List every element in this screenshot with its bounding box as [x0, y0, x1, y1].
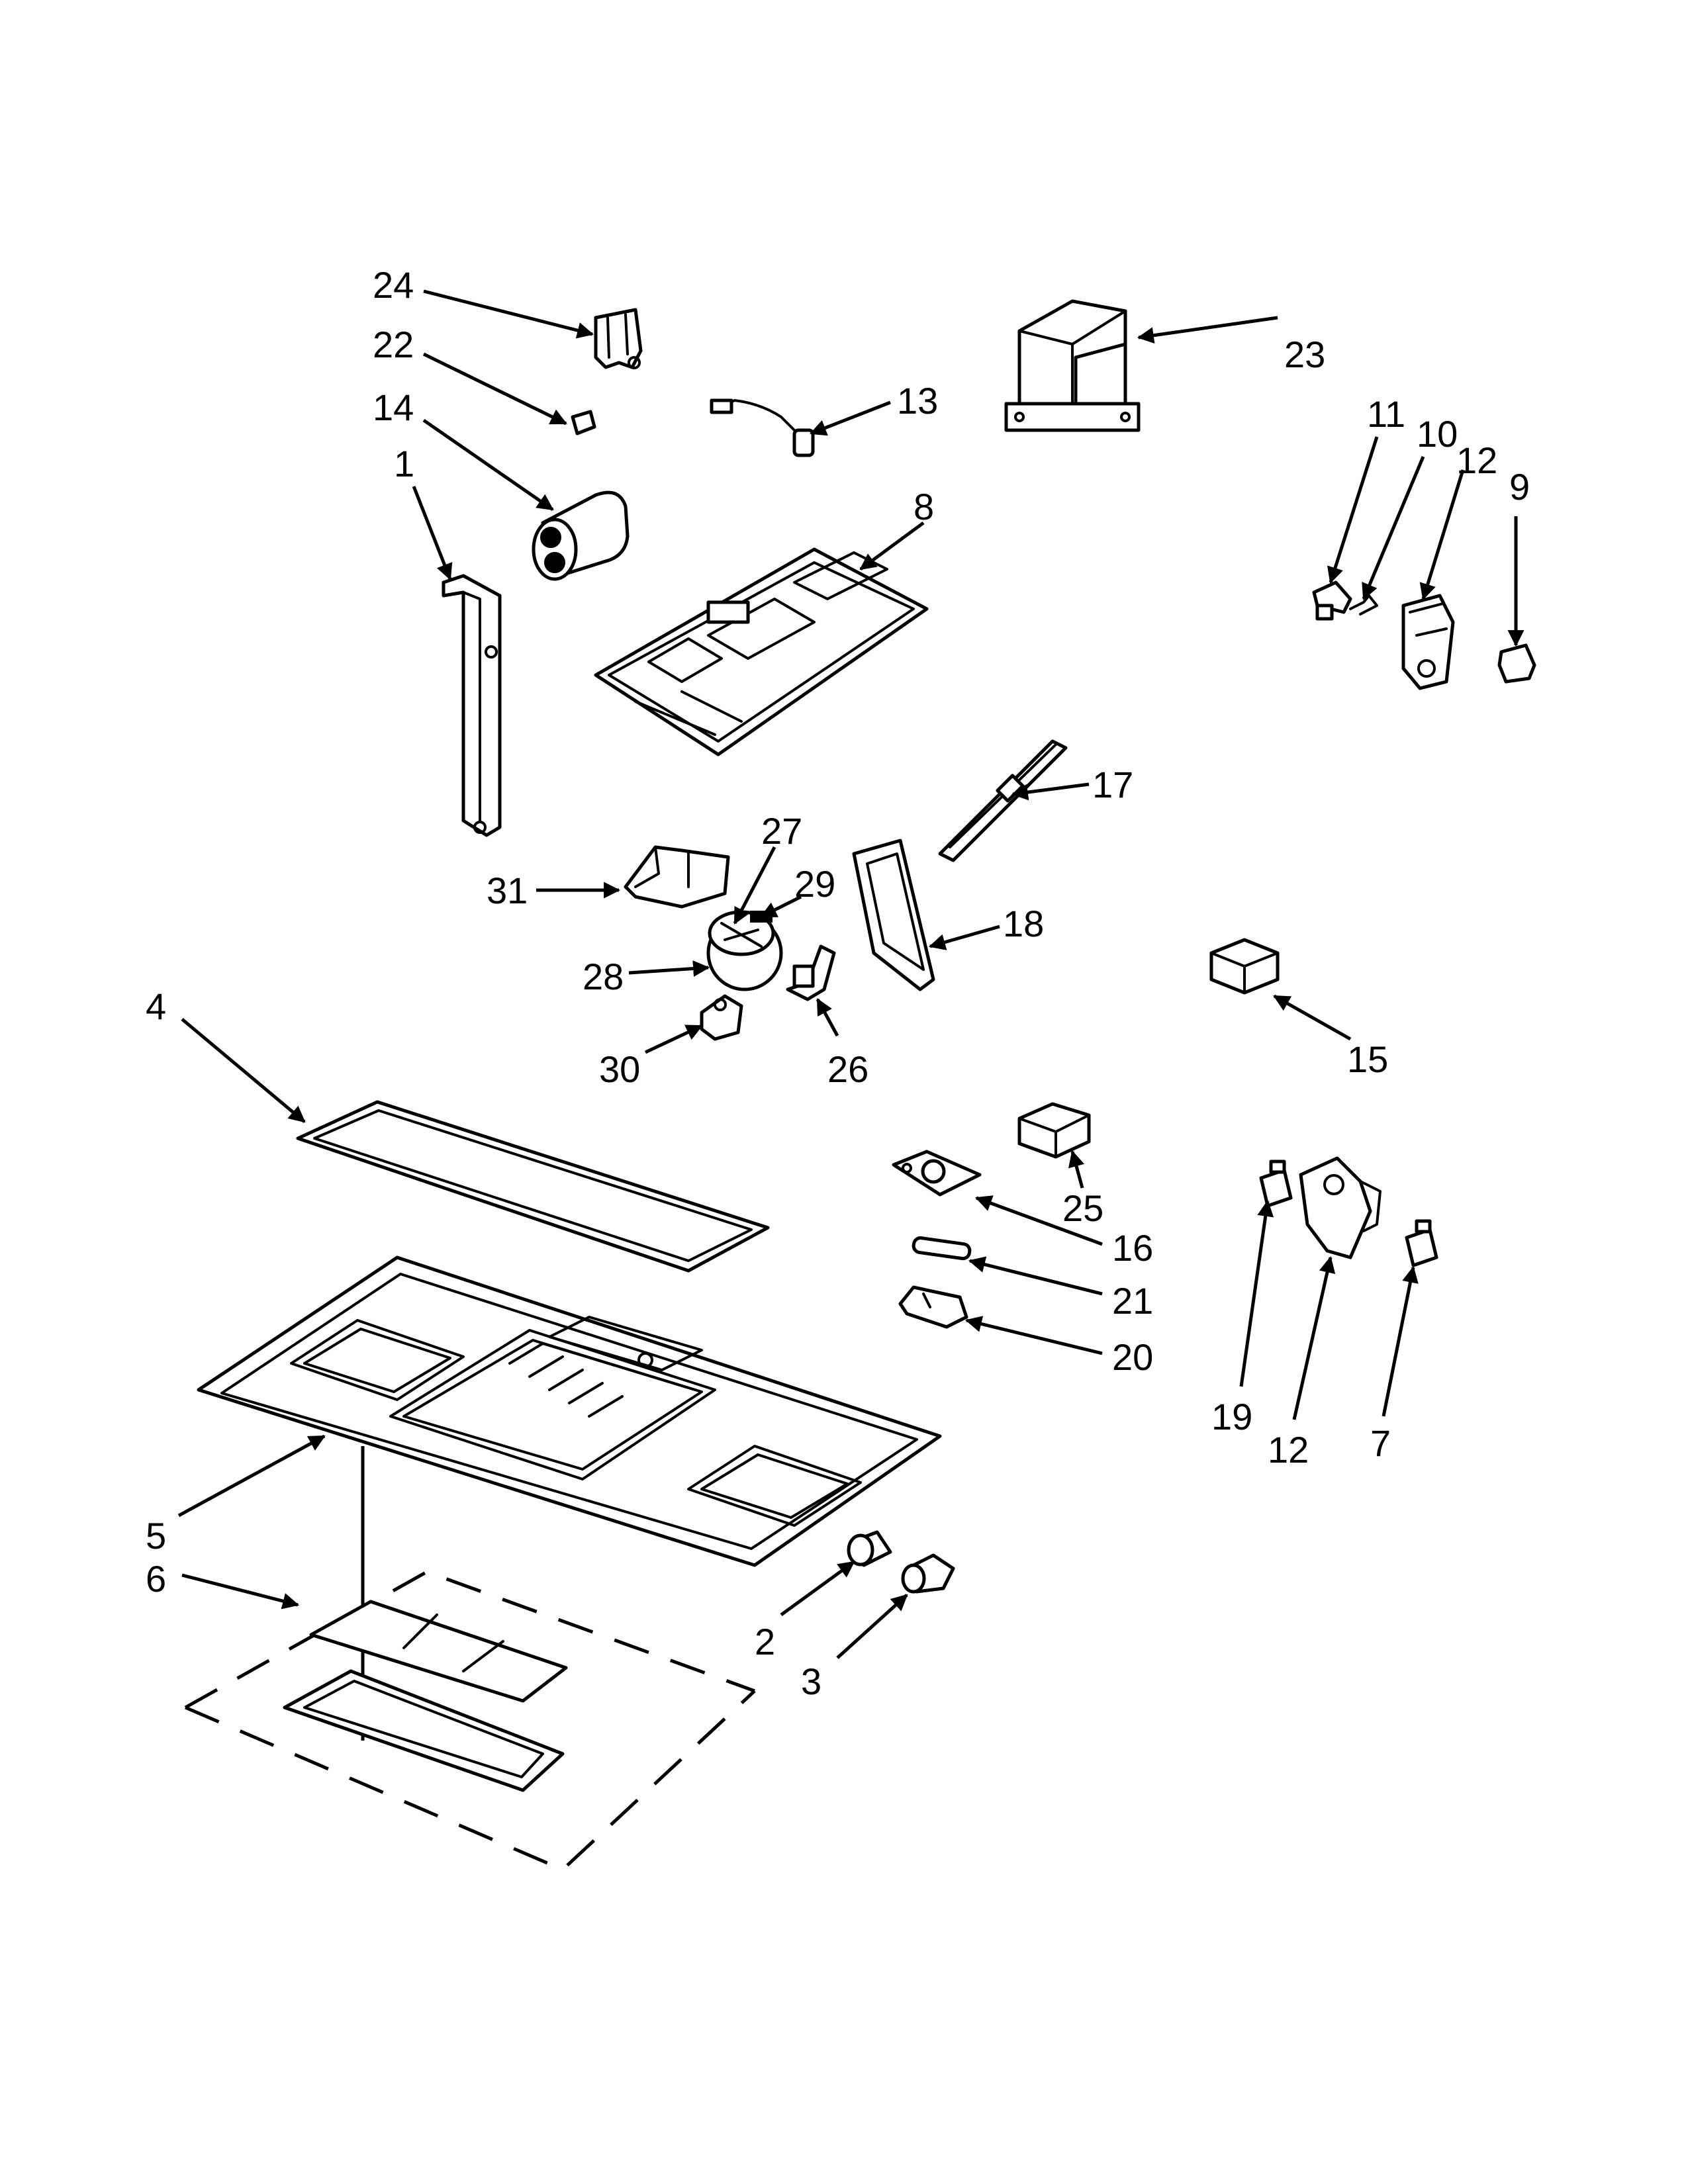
- callout-24: 24: [373, 264, 414, 306]
- part-5-bottom-panel: [197, 1255, 942, 1567]
- part-16-bracket: [892, 1150, 982, 1197]
- part-8-base-plate: [594, 547, 929, 756]
- callout-8: 8: [914, 486, 934, 527]
- part-12-switch-bottom: [1299, 1156, 1382, 1259]
- callout-28: 28: [583, 956, 624, 997]
- part-27-29-motor: [706, 910, 783, 991]
- callout-31: 31: [487, 870, 528, 911]
- callout-19: 19: [1211, 1396, 1252, 1437]
- callout-3: 3: [801, 1661, 821, 1702]
- callout-27: 27: [761, 810, 802, 852]
- callout-9: 9: [1509, 466, 1530, 508]
- callout-16: 16: [1112, 1227, 1153, 1269]
- part-20-holder: [898, 1285, 968, 1329]
- part-31-housing: [624, 845, 730, 909]
- part-23-transformer: [1004, 299, 1141, 432]
- callout-15: 15: [1347, 1038, 1388, 1080]
- part-7-switch: [1405, 1219, 1438, 1267]
- part-15-module: [1209, 938, 1280, 995]
- part-18-panel: [852, 839, 935, 991]
- part-1-vertical-bracket: [442, 574, 502, 837]
- part-19-switch: [1259, 1160, 1293, 1208]
- callout-14: 14: [373, 387, 414, 428]
- part-26-bracket: [786, 944, 836, 1001]
- callout-12-bottom: 12: [1268, 1429, 1309, 1471]
- part-30-sensor: [700, 994, 743, 1041]
- callout-2: 2: [755, 1621, 775, 1662]
- part-25-module: [1017, 1102, 1091, 1159]
- part-17-rail: [938, 739, 1068, 862]
- part-14-capacitor: [532, 490, 630, 581]
- callout-18: 18: [1003, 903, 1044, 944]
- part-12-switch-top: [1401, 594, 1455, 690]
- part-2-lamp-socket: [847, 1530, 892, 1567]
- part-13-wire: [710, 398, 815, 457]
- part-4-grille: [296, 1100, 770, 1273]
- callout-25: 25: [1062, 1187, 1103, 1229]
- part-22-clip: [571, 410, 596, 435]
- callout-4: 4: [146, 985, 166, 1027]
- callout-10: 10: [1417, 413, 1458, 455]
- callout-17: 17: [1092, 764, 1133, 805]
- part-3-lamp: [901, 1553, 955, 1594]
- callout-29: 29: [794, 863, 835, 905]
- part-9-switch: [1497, 643, 1536, 684]
- part-6-filter-kit: [184, 1570, 756, 1872]
- callout-labels: 24 22 14 1 13 23 8 11 10 12 9 17 27 29 3…: [146, 264, 1530, 1702]
- part-11-switch-actuator: [1312, 580, 1352, 621]
- callout-12-top: 12: [1456, 439, 1497, 481]
- callout-23: 23: [1284, 334, 1325, 375]
- callout-7: 7: [1370, 1422, 1391, 1464]
- callout-22: 22: [373, 324, 414, 365]
- leader-arrows: [177, 289, 1524, 1659]
- callout-21: 21: [1112, 1280, 1153, 1322]
- callout-5: 5: [146, 1515, 166, 1557]
- callout-30: 30: [599, 1048, 640, 1090]
- part-24-bracket: [594, 308, 643, 369]
- callout-13: 13: [897, 380, 938, 422]
- callout-20: 20: [1112, 1336, 1153, 1378]
- callout-1: 1: [394, 443, 414, 484]
- callout-11: 11: [1367, 393, 1405, 435]
- callout-6: 6: [146, 1558, 166, 1600]
- part-21-fuse: [912, 1236, 972, 1261]
- callout-26: 26: [827, 1048, 868, 1090]
